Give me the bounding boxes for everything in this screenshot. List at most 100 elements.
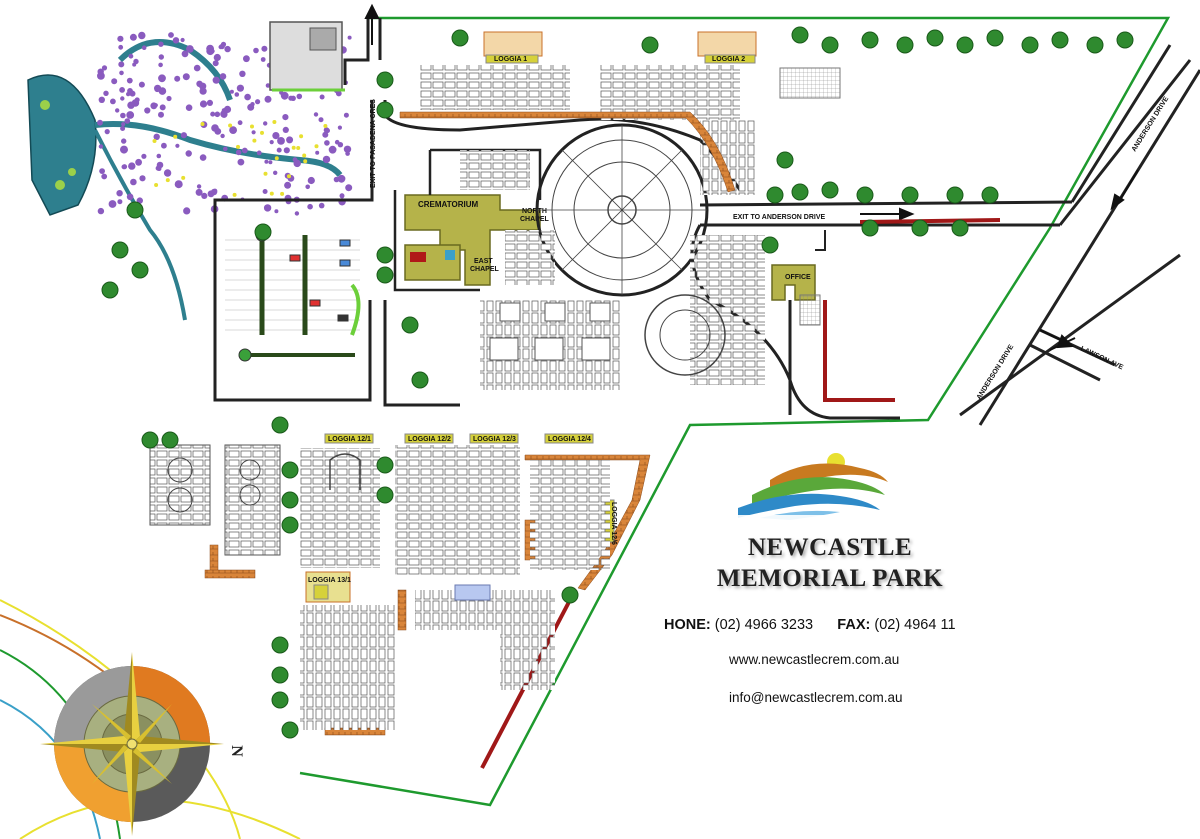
crematorium-label: CREMATORIUM: [418, 200, 478, 209]
lavender-bush: [128, 162, 136, 170]
lavender-bush: [256, 150, 262, 156]
lavender-bush: [180, 132, 187, 139]
yellow-flower: [287, 174, 291, 179]
exit-pasadena-label: EXIT TO PASADENA CRES: [370, 99, 377, 188]
lavender-bush: [264, 159, 269, 164]
fax-label: FAX:: [837, 617, 871, 633]
tree: [641, 36, 659, 54]
tree: [376, 246, 394, 264]
tree: [111, 241, 129, 259]
lavender-bush: [175, 143, 180, 148]
yellow-flower: [296, 146, 301, 150]
lavender-bush: [273, 170, 278, 175]
office-label: OFFICE: [785, 274, 811, 281]
lavender-bush: [261, 45, 268, 52]
lavender-bush: [201, 192, 208, 199]
info-card: [650, 515, 1005, 750]
park-logo: [738, 453, 888, 520]
tree: [254, 223, 272, 241]
lavender-bush: [282, 114, 289, 121]
lavender-bush: [274, 209, 279, 214]
email-link[interactable]: info@newcastlecrem.com.au: [729, 690, 903, 705]
east-chapel-label-2: CHAPEL: [470, 266, 500, 273]
lavender-bush: [319, 94, 325, 100]
lavender-bush: [195, 188, 203, 196]
tree: [821, 181, 839, 199]
lavender-bush: [120, 112, 126, 119]
yellow-flower: [152, 139, 157, 143]
lavender-bush: [210, 111, 216, 117]
yellow-flower: [274, 156, 279, 161]
lavender-bush: [324, 140, 330, 146]
loggia-13-1-label: LOGGIA 13/1: [308, 577, 351, 584]
lavender-bush: [288, 95, 294, 101]
lavender-bush: [221, 111, 228, 118]
loggia-12-6-label: LOGGIA 12/6: [610, 502, 617, 545]
circular-garden: [535, 123, 709, 297]
lavender-bush: [99, 168, 105, 175]
fax-number: (02) 4964 11: [874, 617, 956, 633]
lavender-bush: [345, 184, 353, 192]
tree: [761, 236, 779, 254]
lavender-bush: [272, 132, 280, 140]
lavender-bush: [129, 33, 137, 41]
office: OFFICE: [771, 230, 826, 326]
lavender-bush: [276, 147, 282, 153]
tree: [561, 586, 579, 604]
lavender-bush: [337, 174, 346, 183]
tree: [1086, 36, 1104, 54]
lavender-bush: [103, 90, 109, 97]
lavender-bush: [115, 108, 120, 113]
lavender-bush: [318, 117, 324, 123]
yellow-flowers: [152, 120, 328, 197]
lavender-bush: [212, 188, 218, 193]
tree: [271, 666, 289, 684]
lavender-bush: [97, 72, 105, 80]
tree: [281, 491, 299, 509]
loggia-12-3-label: LOGGIA 12/3: [473, 436, 516, 443]
lavender-bush: [199, 154, 207, 161]
lavender-bush: [180, 37, 185, 43]
lavender-bush: [229, 126, 238, 134]
lavender-bush: [214, 127, 222, 135]
lavender-bush: [313, 112, 319, 117]
tree: [376, 101, 394, 119]
lavender-bush: [174, 180, 183, 189]
lavender-bush: [318, 202, 325, 209]
car-park: [225, 228, 361, 362]
phone-label: HONE:: [664, 617, 711, 633]
tree: [281, 721, 299, 739]
lavender-bush: [223, 105, 232, 113]
lavender-bush: [158, 74, 166, 83]
lavender-bush: [98, 96, 106, 104]
lavender-bush: [239, 70, 246, 78]
lavender-bush: [172, 37, 180, 44]
lavender-bush: [135, 158, 143, 166]
tree: [856, 186, 874, 204]
lavender-bush: [224, 45, 231, 53]
website-link[interactable]: www.newcastlecrem.com.au: [729, 652, 900, 667]
lavender-bush: [268, 160, 273, 165]
lavender-bush: [126, 111, 135, 119]
lavender-bush: [241, 147, 248, 154]
lavender-bush: [141, 153, 147, 159]
yellow-flower: [302, 153, 307, 158]
lavender-bush: [121, 138, 127, 144]
lavender-bush: [156, 161, 164, 169]
lavender-bush: [156, 153, 162, 159]
lavender-bush: [212, 60, 219, 67]
lavender-bush: [250, 102, 255, 107]
yellow-flower: [173, 134, 178, 139]
lavender-bush: [108, 200, 117, 208]
tree: [126, 201, 144, 219]
lavender-bush: [139, 175, 146, 182]
lavender-bush: [118, 44, 124, 50]
yellow-flower: [252, 138, 257, 143]
lavender-bush: [251, 130, 256, 135]
lavender-bush: [181, 50, 189, 58]
lavender-bush: [347, 35, 352, 40]
north-marker: N: [227, 745, 245, 757]
lavender-bush: [284, 181, 292, 189]
lavender-bush: [235, 149, 242, 156]
